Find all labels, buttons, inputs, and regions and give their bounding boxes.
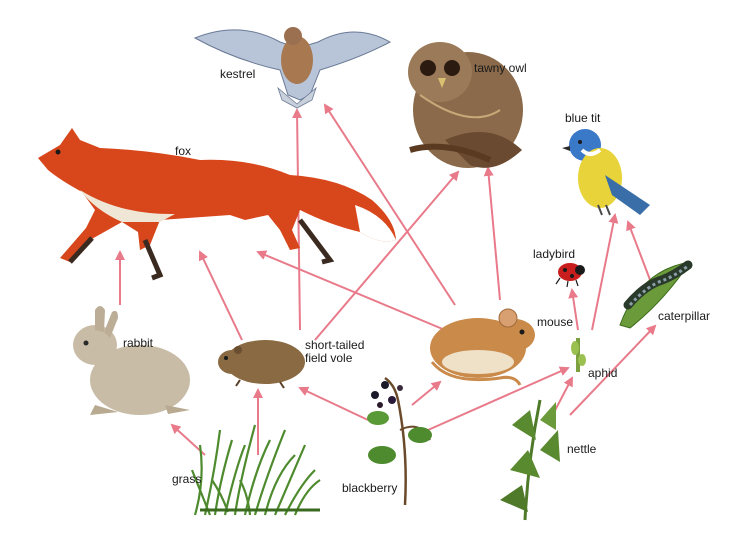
labels: kestrel tawny owl fox blue tit ladybird … (123, 61, 710, 495)
vole-illustration (218, 340, 305, 389)
label-mouse: mouse (537, 315, 573, 329)
caterpillar-illustration (619, 260, 693, 329)
ladybird-illustration (555, 263, 585, 288)
mouse-illustration (430, 308, 535, 386)
label-tawny-owl: tawny owl (474, 61, 527, 75)
arrows (115, 103, 657, 456)
label-blackberry: blackberry (342, 481, 397, 495)
label-kestrel: kestrel (220, 67, 255, 81)
label-caterpillar: caterpillar (658, 309, 710, 323)
label-rabbit: rabbit (123, 336, 154, 350)
kestrel-illustration (193, 27, 392, 109)
nettle-illustration (500, 399, 560, 521)
blackberry-illustration (367, 376, 432, 506)
tawny-owl-illustration (408, 42, 523, 168)
arrow-mouse-to-kestrel (323, 103, 456, 306)
label-fox: fox (175, 144, 191, 158)
label-blue-tit: blue tit (565, 111, 601, 125)
rabbit-illustration (73, 306, 190, 415)
arrow-grass-to-rabbit (170, 423, 206, 456)
arrow-blackberry-to-vole (298, 386, 369, 421)
label-vole-line2: field vole (305, 351, 353, 365)
arrow-mouse-to-fox (256, 250, 446, 331)
arrow-mouse-to-owl (483, 166, 501, 301)
arrow-nettle-to-caterpillar (569, 324, 657, 416)
arrow-vole-to-fox (198, 250, 243, 341)
arrow-vole-to-owl (314, 170, 460, 341)
grass-illustration (190, 424, 321, 516)
arrow-blackberry-to-aphid (427, 366, 570, 431)
blue-tit-illustration (562, 129, 650, 216)
label-vole-line1: short-tailed (305, 338, 364, 352)
aphid-illustration (571, 338, 586, 372)
arrow-aphid-to-blue-tit (591, 213, 619, 331)
arrow-vole-to-kestrel (292, 108, 303, 331)
arrow-caterpillar-to-blue-tit (626, 220, 653, 286)
label-ladybird: ladybird (533, 247, 575, 261)
label-grass: grass (172, 472, 201, 486)
label-aphid: aphid (588, 366, 617, 380)
arrow-blackberry-to-mouse (411, 380, 442, 406)
arrow-aphid-to-ladybird (568, 288, 579, 331)
label-nettle: nettle (567, 442, 597, 456)
fox-illustration (38, 128, 396, 281)
